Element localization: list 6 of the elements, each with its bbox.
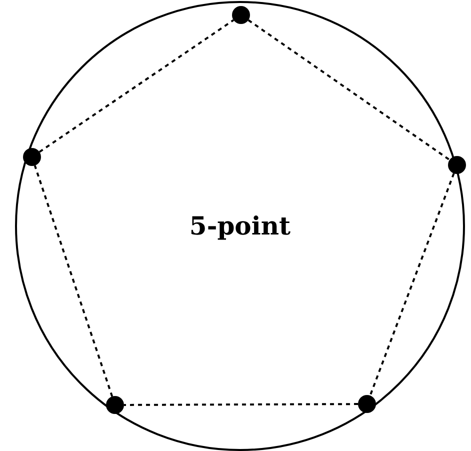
center-label: 5-point	[189, 212, 291, 240]
dashed-line	[369, 173, 455, 396]
dashed-line	[38, 19, 234, 153]
dashed-line	[124, 403, 358, 406]
dashed-line	[34, 165, 114, 397]
dashed-line	[248, 19, 450, 161]
